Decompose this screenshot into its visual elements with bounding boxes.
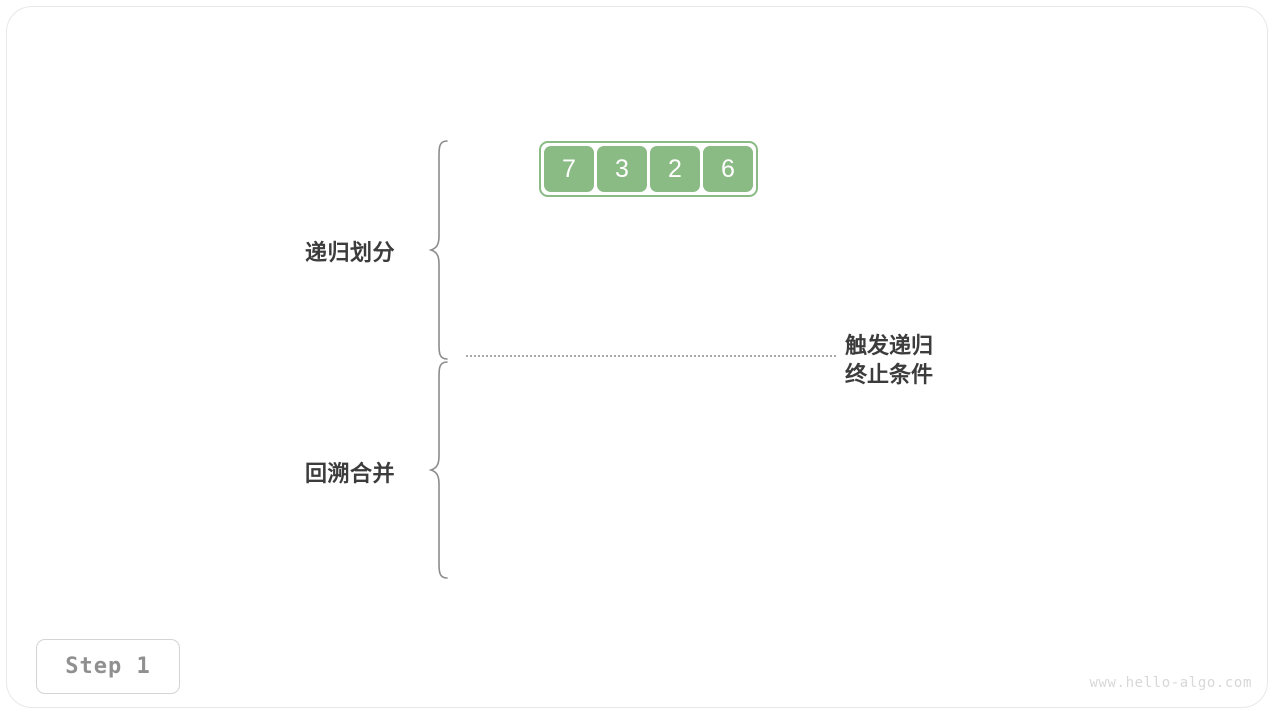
brace-divide: [428, 140, 448, 360]
step-badge: Step 1: [36, 639, 180, 694]
array-cell: 3: [597, 146, 647, 192]
watermark: www.hello-algo.com: [1089, 675, 1252, 691]
array-cell: 2: [650, 146, 700, 192]
slide-frame: [6, 6, 1268, 708]
section-label-divide: 递归划分: [305, 240, 396, 265]
array-container: 7 3 2 6: [539, 141, 758, 197]
termination-note-line-1: 触发递归: [845, 333, 934, 358]
recursion-boundary-divider: [466, 355, 836, 357]
termination-note-line-2: 终止条件: [845, 362, 934, 387]
section-label-merge: 回溯合并: [305, 461, 396, 486]
array-cell: 7: [544, 146, 594, 192]
array-cell: 6: [703, 146, 753, 192]
termination-condition-note: 触发递归 终止条件: [845, 331, 933, 389]
brace-merge: [428, 361, 448, 579]
